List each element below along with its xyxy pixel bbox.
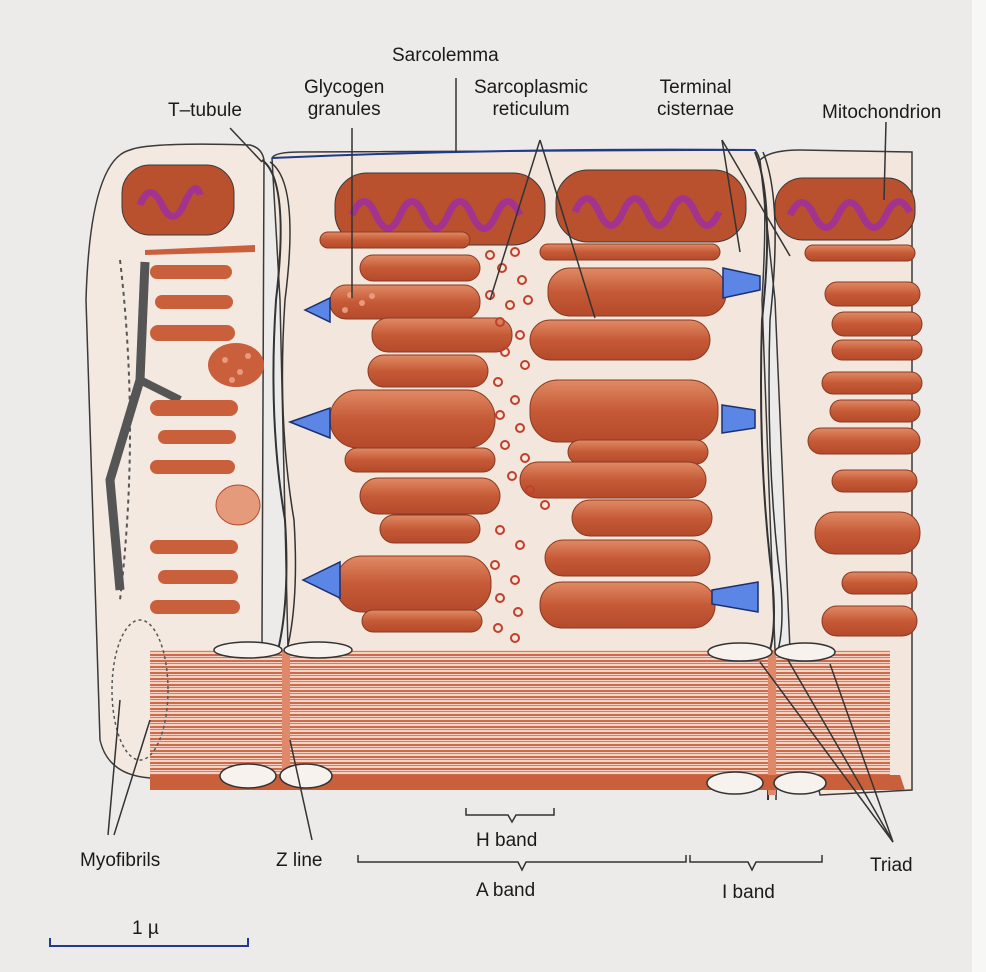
cristae-center-1 — [348, 198, 524, 232]
cristae-left — [136, 185, 204, 220]
central-fibrils — [319, 231, 727, 633]
label-terminal-cisternae: Terminal cisternae — [657, 77, 735, 120]
cristae-right — [786, 198, 914, 231]
z-line-left — [282, 650, 290, 780]
cristae-center-2 — [571, 195, 723, 229]
sr-dots — [485, 247, 550, 643]
label-myofibrils: Myofibrils — [80, 850, 161, 871]
label-z-line: Z line — [276, 850, 323, 871]
t-tubule-left-inner — [269, 161, 297, 781]
label-triad: Triad — [870, 855, 913, 876]
band-braces — [357, 808, 823, 872]
label-i-band: I band — [722, 882, 775, 903]
sarcolemma-line — [271, 148, 756, 159]
triad-ovals — [213, 641, 836, 795]
label-h-band: H band — [476, 830, 538, 851]
label-a-band: A band — [476, 880, 536, 901]
t-tubule-right-inner — [762, 151, 783, 801]
label-glycogen-granules: Glycogen granules — [304, 77, 385, 120]
label-sarcolemma: Sarcolemma — [392, 45, 499, 66]
t-tubule-left — [261, 159, 288, 781]
label-t-tubule: T–tubule — [168, 100, 242, 121]
mitochondrion-center-2 — [555, 169, 747, 243]
triad-marker-icon — [287, 267, 761, 613]
z-line-right — [768, 650, 776, 795]
label-sarcoplasmic-reticulum: Sarcoplasmic reticulum — [474, 77, 589, 120]
right-edge-strip — [972, 0, 986, 972]
label-scale: 1 µ — [132, 918, 159, 939]
left-cell-fibrils — [105, 245, 264, 761]
right-cell-fibrils — [804, 244, 923, 637]
mitochondrion-left — [121, 164, 235, 236]
leader-lines — [107, 78, 894, 843]
glycogen-granules — [222, 292, 375, 383]
label-mitochondrion: Mitochondrion — [822, 102, 942, 123]
scale-bar — [49, 938, 249, 947]
myofibril-striations — [150, 650, 890, 775]
